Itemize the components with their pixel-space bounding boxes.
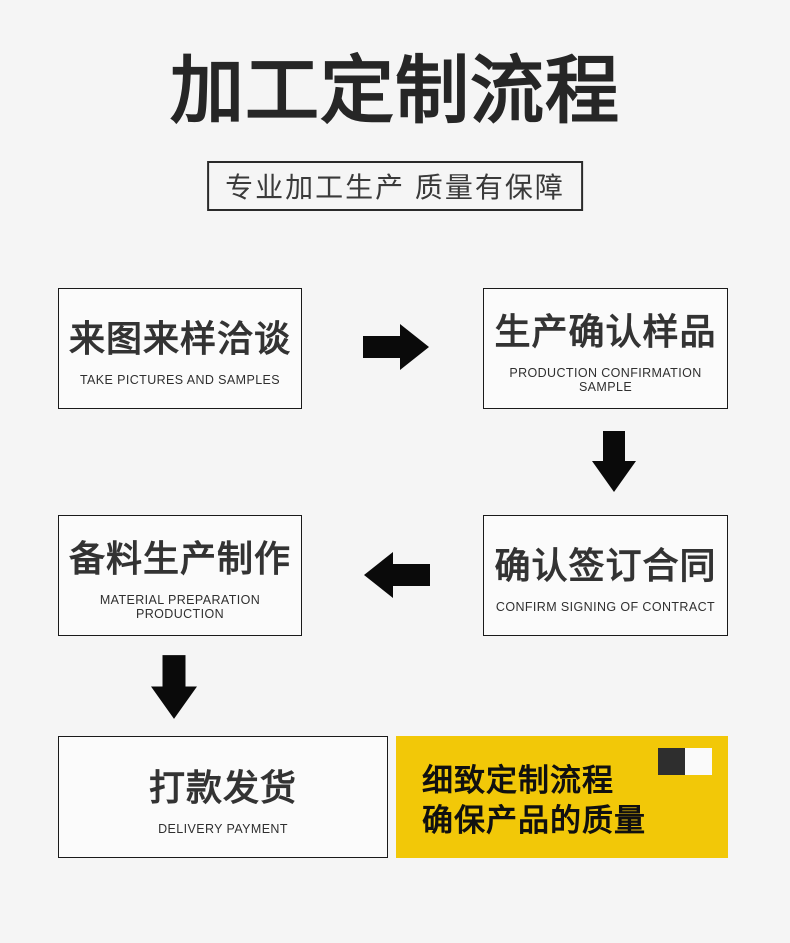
step-box-negotiate: 来图来样洽谈 TAKE PICTURES AND SAMPLES [58,288,302,409]
two-tone-squares-icon [658,748,712,775]
step-title-zh: 确认签订合同 [494,545,717,586]
light-square-icon [685,748,712,775]
step-box-material-production: 备料生产制作 MATERIAL PREPARATION PRODUCTION [58,515,302,636]
step-title-zh: 备料生产制作 [68,538,291,579]
highlight-line-1: 细致定制流程 [422,763,614,798]
page-title: 加工定制流程 [170,49,620,132]
subtitle-badge: 专业加工生产 质量有保障 [207,161,583,211]
step-title-zh: 打款发货 [148,766,297,808]
step-box-sample-confirmation: 生产确认样品 PRODUCTION CONFIRMATION SAMPLE [483,288,728,409]
step-title-en: TAKE PICTURES AND SAMPLES [79,373,281,387]
step-box-contract: 确认签订合同 CONFIRM SIGNING OF CONTRACT [483,515,728,636]
step-title-zh: 生产确认样品 [494,311,717,352]
step-title-en: PRODUCTION CONFIRMATION SAMPLE [509,366,702,394]
step-title-en: MATERIAL PREPARATION PRODUCTION [99,593,261,621]
highlight-line-2: 确保产品的质量 [422,803,646,838]
step-title-en: DELIVERY PAYMENT [158,821,288,836]
arrow-down-icon [151,655,197,719]
dark-square-icon [658,748,685,775]
arrow-down-icon [592,431,636,492]
highlight-banner: 细致定制流程 确保产品的质量 [396,736,728,858]
arrow-left-icon [364,552,430,598]
arrow-right-icon [363,324,429,370]
step-title-en: CONFIRM SIGNING OF CONTRACT [495,600,716,614]
step-box-delivery: 打款发货 DELIVERY PAYMENT [58,736,388,858]
step-title-zh: 来图来样洽谈 [68,318,291,359]
